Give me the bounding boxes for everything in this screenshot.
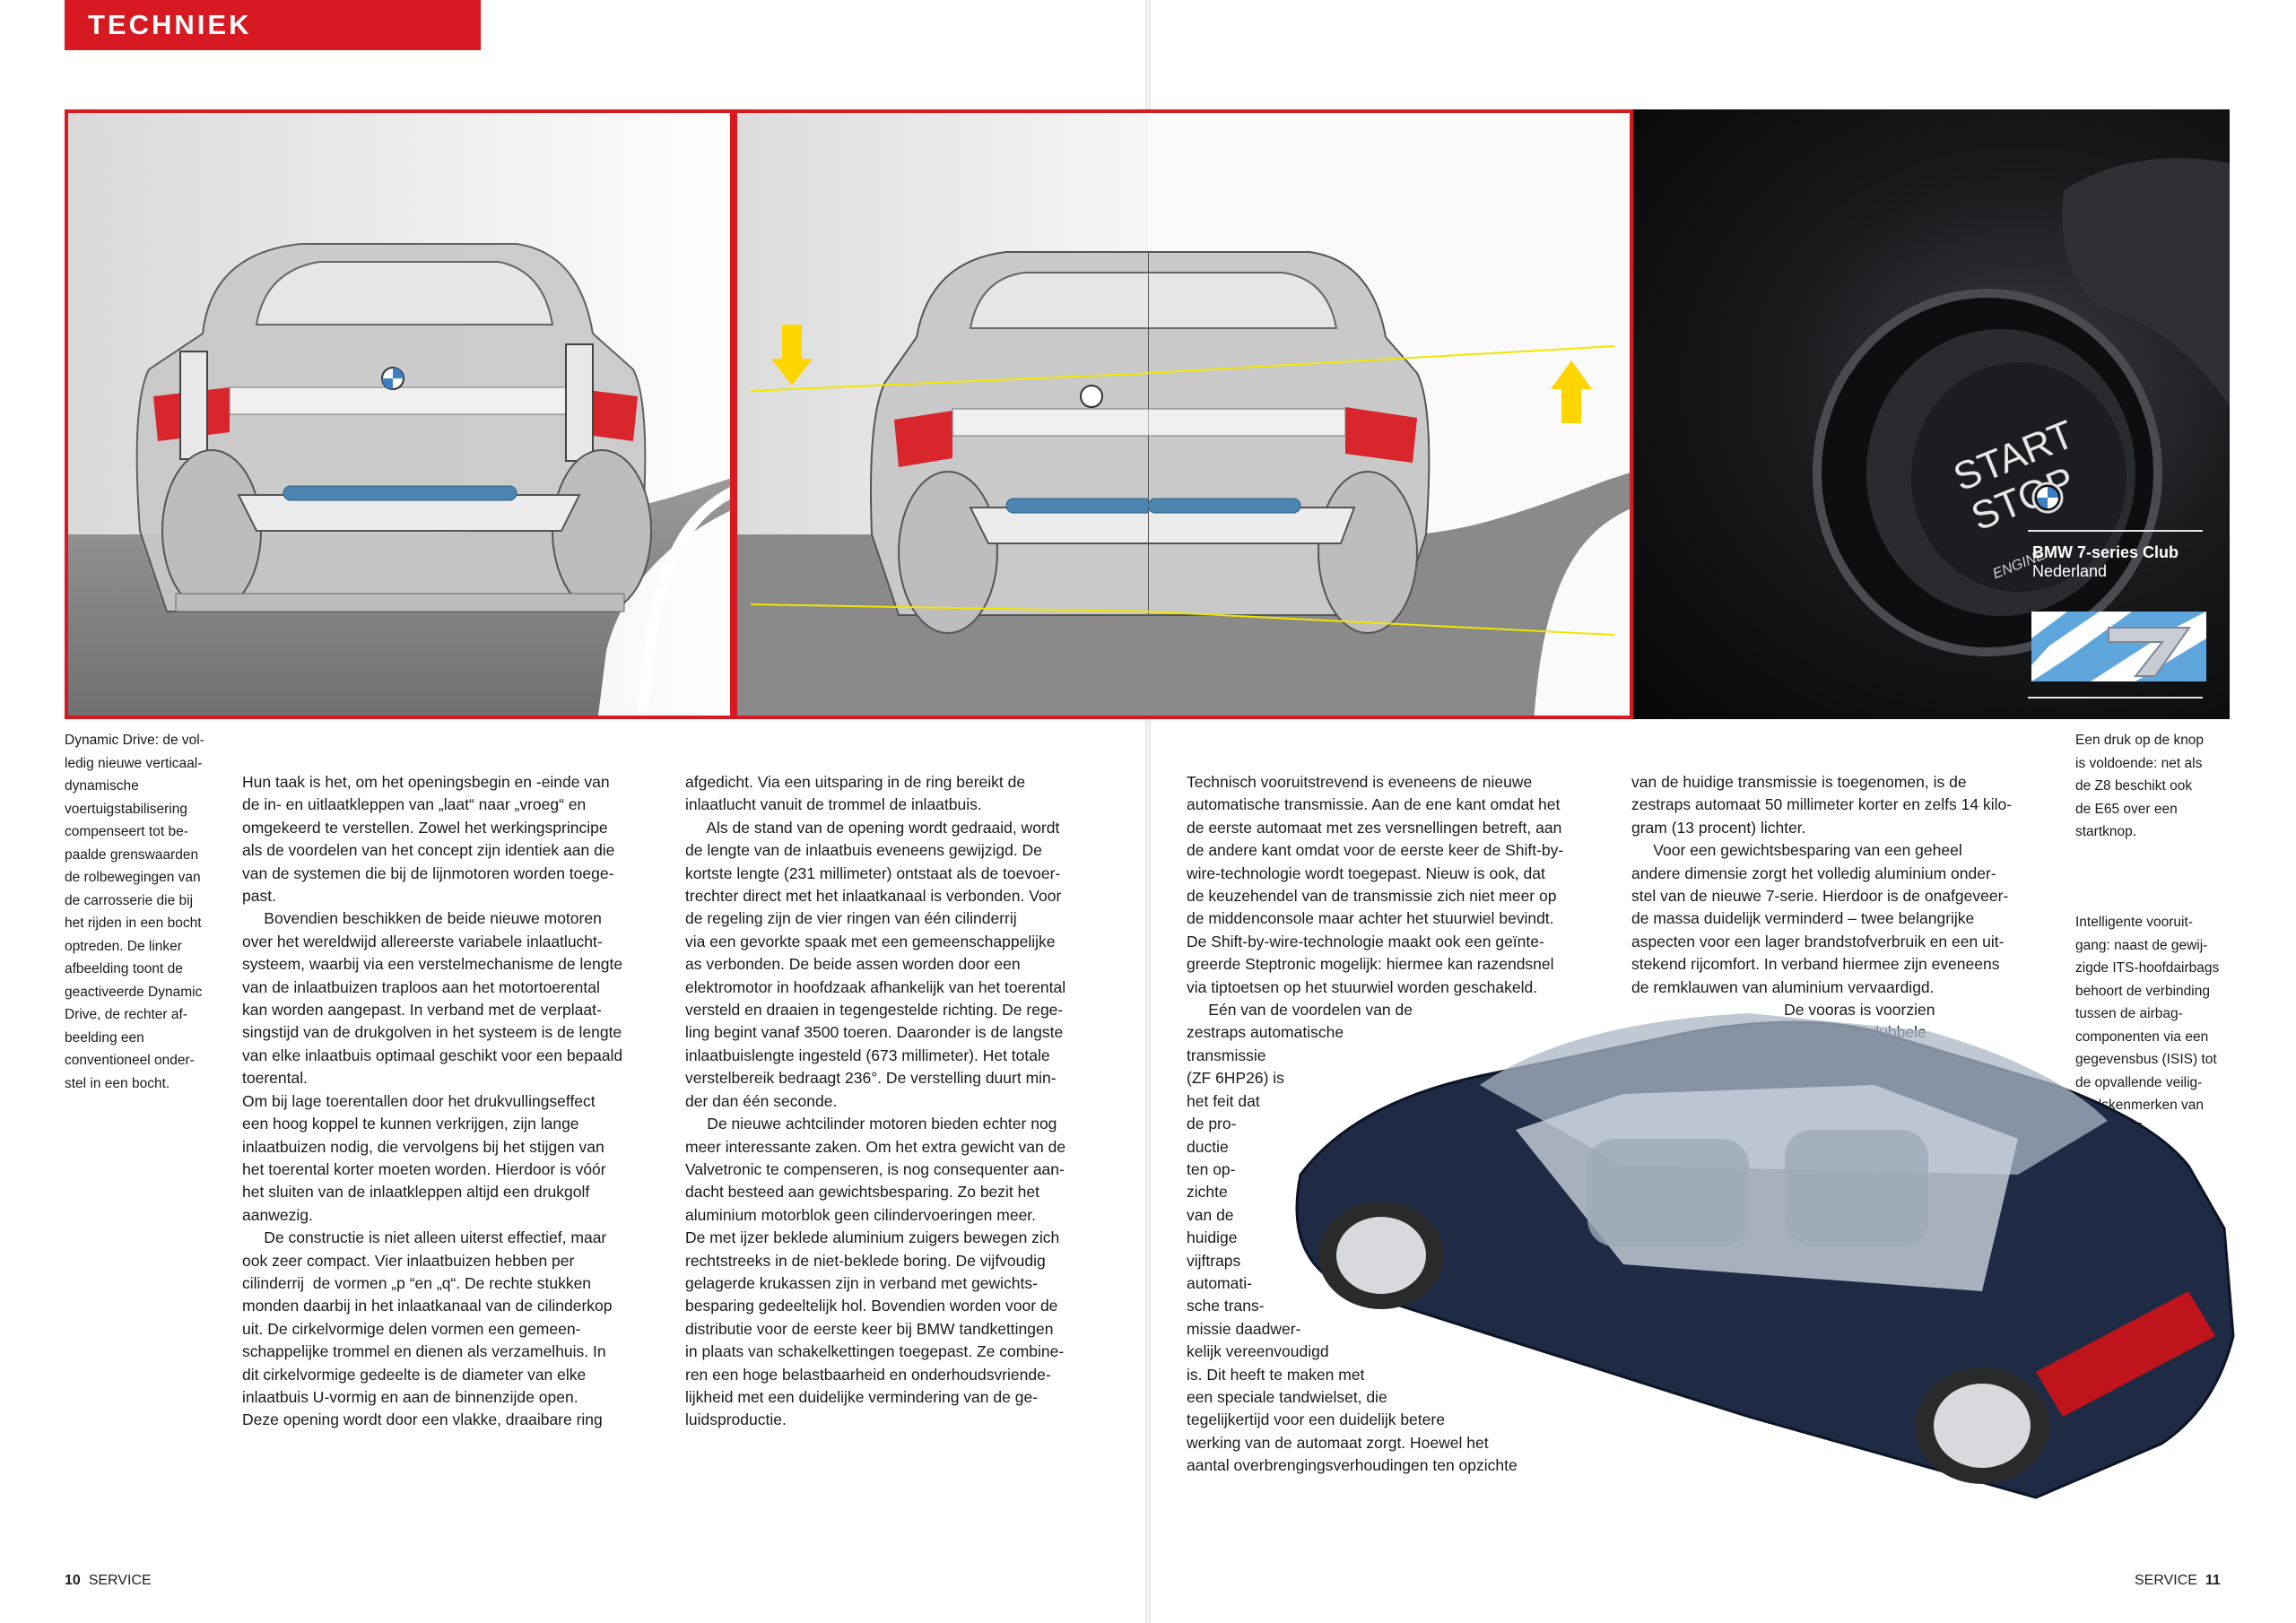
arrow-up-icon bbox=[1551, 360, 1592, 423]
page-spine bbox=[1145, 0, 1151, 1623]
arrow-down-icon bbox=[771, 325, 813, 386]
caption-dynamic-drive: Dynamic Drive: de vol- ledig nieuwe vert… bbox=[65, 733, 204, 1091]
club-subtitle: Nederland bbox=[2032, 562, 2108, 580]
page-number-left: 10 bbox=[65, 1573, 81, 1588]
cutaway-car-illustration bbox=[1247, 995, 2256, 1524]
bavarian-flag-7-logo bbox=[2031, 612, 2206, 681]
illustration-dynamic-drive bbox=[65, 109, 734, 719]
folio-right: SERVICE 11 bbox=[2135, 1573, 2221, 1589]
start-stop-photo: START STOP ENGINE BMW 7-series Club Nede… bbox=[1633, 109, 2230, 719]
folio-left: 10 SERVICE bbox=[65, 1573, 152, 1589]
folio-label-right: SERVICE bbox=[2135, 1573, 2197, 1588]
illustration-conventional-right bbox=[1148, 109, 1633, 719]
body-column-3: Technisch vooruitstrevend is eveneens de… bbox=[1187, 773, 1564, 1475]
body-column-2: afgedicht. Via een uitsparing in de ring… bbox=[685, 773, 1066, 1429]
page-number-right: 11 bbox=[2205, 1573, 2221, 1588]
body-column-1: Hun taak is het, om het openingsbegin en… bbox=[242, 773, 623, 1429]
folio-label-left: SERVICE bbox=[88, 1573, 152, 1588]
section-title: TECHNIEK bbox=[65, 0, 481, 50]
club-name: BMW 7-series Club bbox=[2032, 543, 2179, 561]
body-column-4: van de huidige transmissie is toegenomen… bbox=[1631, 773, 2013, 1064]
bmw-roundel-icon bbox=[2031, 482, 2064, 514]
caption-start-button: Een druk op de knop is voldoende: net al… bbox=[2075, 733, 2205, 839]
illustration-conventional-left bbox=[734, 109, 1151, 719]
